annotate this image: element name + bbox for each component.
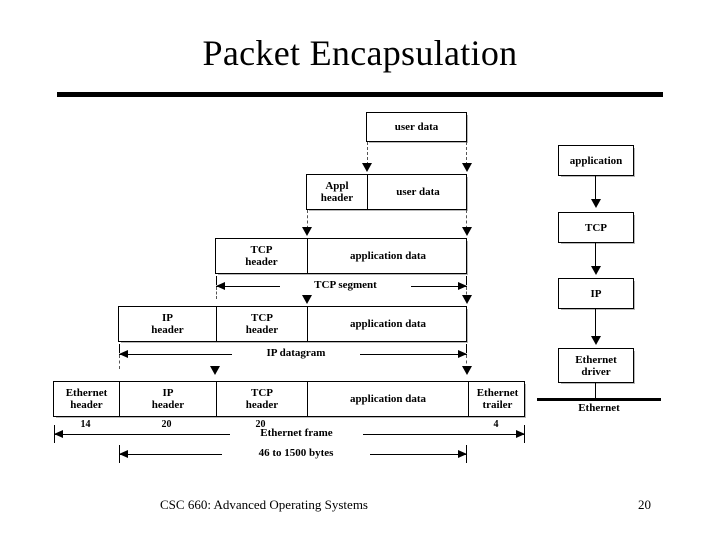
stack-node-application: application: [558, 145, 634, 176]
size-label-ip-header: 20: [161, 419, 172, 430]
row-ip-layer: IP header TCP header application data: [118, 306, 467, 342]
size-label-ethernet-header: 14: [80, 419, 91, 430]
dim-arrow-left: [216, 282, 225, 290]
page-title: Packet Encapsulation: [202, 33, 518, 73]
cell-ip-header: IP header: [119, 382, 216, 416]
cell-ethernet-trailer: Ethernet trailer: [468, 382, 526, 416]
dimension-label-ip-datagram: IP datagram: [232, 347, 360, 359]
stack-node-tcp: TCP: [558, 212, 634, 243]
dim-cap-left: [119, 344, 120, 353]
guide-line-left-1: [367, 142, 368, 170]
guide-line-right-4: [466, 355, 467, 369]
encapsulation-arrow-down: [462, 295, 472, 304]
guide-line-right-2: [466, 210, 467, 234]
cell-application-data: application data: [307, 239, 468, 273]
encapsulation-arrow-down: [462, 163, 472, 172]
stack-arrow-down: [591, 199, 601, 208]
footer-course-label: CSC 660: Advanced Operating Systems: [160, 497, 368, 512]
guide-line-left-3: [216, 287, 217, 299]
cell-tcp-header: TCP header: [216, 382, 307, 416]
row-user-data-cell-user-data: user data: [366, 112, 467, 142]
guide-line-left-2: [307, 210, 308, 234]
stack-arrow-down: [591, 266, 601, 275]
stack-node-ethernet-driver: Ethernet driver: [558, 348, 634, 383]
stack-arrow-down: [591, 336, 601, 345]
dim-cap-right: [466, 276, 467, 285]
guide-line-right-3: [466, 287, 467, 299]
dimension-label-payload-size: 46 to 1500 bytes: [222, 447, 370, 459]
dim-cap-left: [216, 276, 217, 285]
dimension-label-ethernet-frame: Ethernet frame: [230, 427, 363, 439]
stack-connector-bus: [595, 383, 596, 400]
cell-ip-header: IP header: [151, 312, 184, 336]
cell-ethernet-header: Ethernet header: [65, 387, 108, 411]
row-appl-layer: Appl header user data: [306, 174, 467, 210]
guide-line-left-4: [119, 355, 120, 369]
dim-arrow-right: [516, 430, 525, 438]
dim-arrow-left: [119, 450, 128, 458]
stack-node-ip: IP: [558, 278, 634, 309]
encapsulation-arrow-down: [210, 366, 220, 375]
dim-arrow-right: [458, 450, 467, 458]
dim-arrow-right: [458, 282, 467, 290]
cell-tcp-header: TCP header: [216, 307, 307, 341]
size-label-ethernet-trailer: 4: [493, 419, 499, 430]
ethernet-bus-line: [537, 398, 661, 401]
dimension-label-tcp-segment: TCP segment: [280, 279, 411, 291]
cell-tcp-header: TCP header: [245, 244, 278, 268]
stack-connector: [595, 309, 596, 339]
dim-arrow-left: [119, 350, 128, 358]
title-divider: [57, 92, 663, 97]
ethernet-bus-label: Ethernet: [578, 402, 620, 414]
cell-user-data: user data: [367, 175, 468, 209]
cell-application-data: application data: [307, 307, 468, 341]
dim-arrow-left: [54, 430, 63, 438]
footer-page-number: 20: [638, 497, 651, 512]
encapsulation-arrow-down: [302, 227, 312, 236]
dim-arrow-right: [458, 350, 467, 358]
size-label-tcp-header: 20: [255, 419, 266, 430]
cell-label: user data: [394, 121, 439, 133]
stack-connector: [595, 243, 596, 269]
cell-appl-header: Appl header: [320, 180, 354, 204]
encapsulation-arrow-down: [462, 227, 472, 236]
encapsulation-arrow-down: [462, 366, 472, 375]
encapsulation-arrow-down: [302, 295, 312, 304]
encapsulation-arrow-down: [362, 163, 372, 172]
dim-cap-right: [466, 344, 467, 353]
stack-connector: [595, 176, 596, 202]
row-ethernet-layer: Ethernet header IP header TCP header app…: [53, 381, 525, 417]
row-tcp-layer: TCP header application data: [215, 238, 467, 274]
guide-line-right-1: [466, 142, 467, 170]
cell-application-data: application data: [307, 382, 468, 416]
